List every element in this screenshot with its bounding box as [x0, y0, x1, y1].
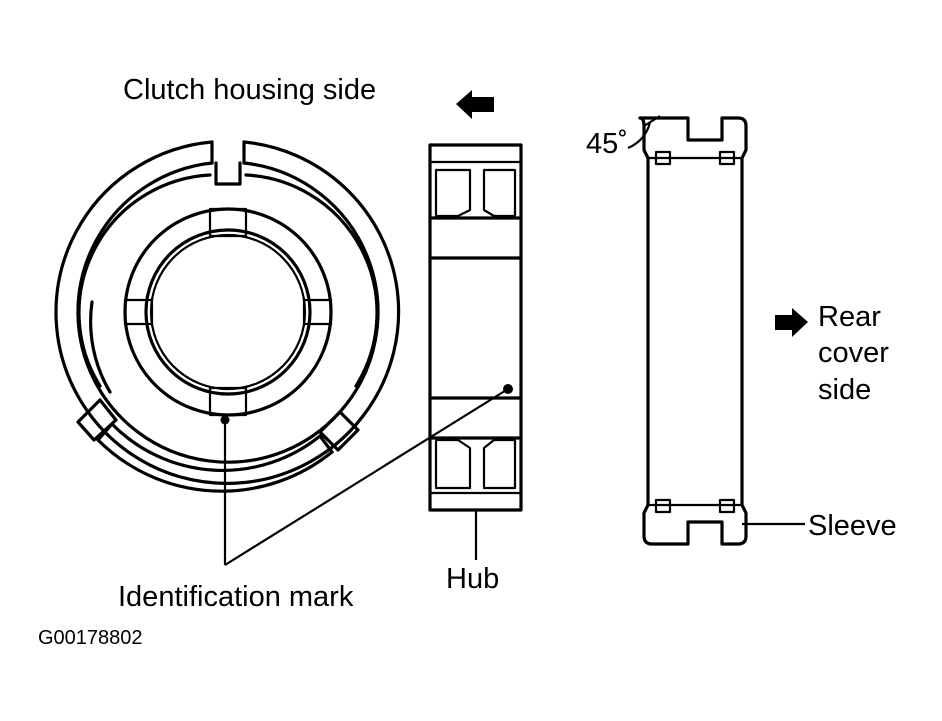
rear-cover-side-label-line3: side [818, 374, 871, 406]
leader-lines [223, 388, 805, 566]
outer-ring-outline [54, 140, 365, 485]
hub-side-view [428, 143, 523, 512]
rear-cover-side-label-line2: cover [818, 337, 889, 369]
angle-label: 45˚ [586, 128, 628, 160]
sleeve-side-view [627, 115, 748, 546]
front-view [54, 140, 401, 493]
arrow-left-icon [456, 90, 494, 119]
sleeve-label: Sleeve [808, 510, 897, 542]
hub-outer [123, 207, 333, 417]
clutch-housing-side-label: Clutch housing side [123, 74, 376, 106]
hub-label: Hub [446, 563, 499, 595]
arrow-right-icon [775, 308, 808, 337]
identification-mark-label: Identification mark [118, 581, 354, 613]
figure-id: G00178802 [38, 627, 143, 649]
hub-bore [144, 228, 312, 396]
rear-cover-side-label-line1: Rear [818, 301, 881, 333]
